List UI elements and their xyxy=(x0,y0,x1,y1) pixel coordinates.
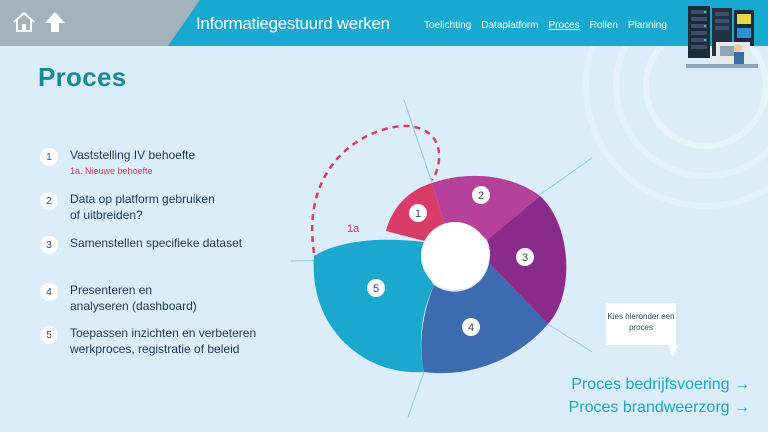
step-4-number[interactable]: 4 xyxy=(40,283,58,301)
tooltip-line-1: Kies hieronder een xyxy=(607,312,675,321)
step-4-line-1: Presenteren en xyxy=(70,283,153,297)
app-title: Informatiegestuurd werken xyxy=(196,14,390,33)
top-bar: Informatiegestuurd werken Toelichting Da… xyxy=(0,0,768,46)
page-title: Proces xyxy=(38,62,127,92)
server-workstation-illustration xyxy=(686,6,758,68)
step-5[interactable]: 5 Toepassen inzichten en verbeteren werk… xyxy=(40,325,256,357)
svg-text:4: 4 xyxy=(468,322,474,334)
guide-line xyxy=(547,323,593,353)
segment-2-badge[interactable]: 2 xyxy=(472,186,490,204)
nav-item-toelichting[interactable]: Toelichting xyxy=(424,20,472,31)
nav-item-rollen[interactable]: Rollen xyxy=(589,20,618,31)
loop-1a-dashed-arrow xyxy=(311,124,441,254)
segment-1-badge[interactable]: 1 xyxy=(409,204,427,222)
step-3-number[interactable]: 3 xyxy=(40,236,58,254)
step-1[interactable]: 1 Vaststelling IV behoefte xyxy=(40,147,195,166)
step-5-line-1: Toepassen inzichten en verbeteren xyxy=(70,326,257,340)
step-4-line-2: analyseren (dashboard) xyxy=(70,299,197,313)
segment-4[interactable] xyxy=(421,263,548,374)
step-3-text[interactable]: Samenstellen specifieke dataset xyxy=(70,236,243,250)
step-3[interactable]: 3 Samenstellen specifieke dataset xyxy=(40,235,242,254)
step-2[interactable]: 2 Data op platform gebruiken of uitbreid… xyxy=(40,191,215,223)
segment-3-badge[interactable]: 3 xyxy=(516,248,534,266)
guide-line xyxy=(403,99,433,184)
segment-4-badge[interactable]: 4 xyxy=(462,318,480,336)
step-2-line-1: Data op platform gebruiken xyxy=(70,192,215,206)
nav-item-dataplatform[interactable]: Dataplatform xyxy=(481,20,539,31)
step-2-line-2: of uitbreiden? xyxy=(70,208,143,222)
step-2-number[interactable]: 2 xyxy=(40,192,58,210)
step-5-line-2: werkproces, registratie of beleid xyxy=(70,342,240,356)
step-1a-text[interactable]: 1a. Nieuwe behoefte xyxy=(70,166,153,176)
nav-item-proces[interactable]: Proces xyxy=(548,20,580,31)
svg-text:2: 2 xyxy=(478,190,484,202)
nav-buttons-area xyxy=(0,0,200,46)
step-4[interactable]: 4 Presenteren en analyseren (dashboard) xyxy=(40,282,197,314)
step-1-number[interactable]: 1 xyxy=(40,148,58,166)
segment-5-badge[interactable]: 5 xyxy=(367,279,385,297)
link-proces-brandweerzorg[interactable]: Proces brandweerzorg → xyxy=(568,399,750,416)
step-5-number[interactable]: 5 xyxy=(40,326,58,344)
tooltip-line-2: proces xyxy=(628,323,653,332)
loop-1a-label: 1a xyxy=(347,223,360,235)
link-proces-bedrijfsvoering[interactable]: Proces bedrijfsvoering → xyxy=(571,376,750,393)
nav-item-planning[interactable]: Planning xyxy=(628,20,667,31)
main-nav: Toelichting Dataplatform Proces Rollen P… xyxy=(424,20,667,31)
step-5-text[interactable]: Toepassen inzichten en verbeteren werkpr… xyxy=(70,325,256,357)
home-icon[interactable] xyxy=(12,11,36,33)
segment-5[interactable] xyxy=(313,239,434,373)
step-4-text[interactable]: Presenteren en analyseren (dashboard) xyxy=(70,282,197,314)
step-1-text[interactable]: Vaststelling IV behoefte xyxy=(70,148,196,162)
step-2-text[interactable]: Data op platform gebruiken of uitbreiden… xyxy=(70,191,215,223)
diagram-center xyxy=(421,222,489,290)
svg-text:5: 5 xyxy=(373,283,379,295)
guide-line xyxy=(537,157,593,197)
svg-text:3: 3 xyxy=(522,252,528,264)
guide-line xyxy=(407,371,425,418)
choose-process-tooltip: Kies hieronder een proces xyxy=(606,303,678,357)
svg-text:1: 1 xyxy=(415,208,421,220)
arrow-up-icon[interactable] xyxy=(44,11,66,33)
